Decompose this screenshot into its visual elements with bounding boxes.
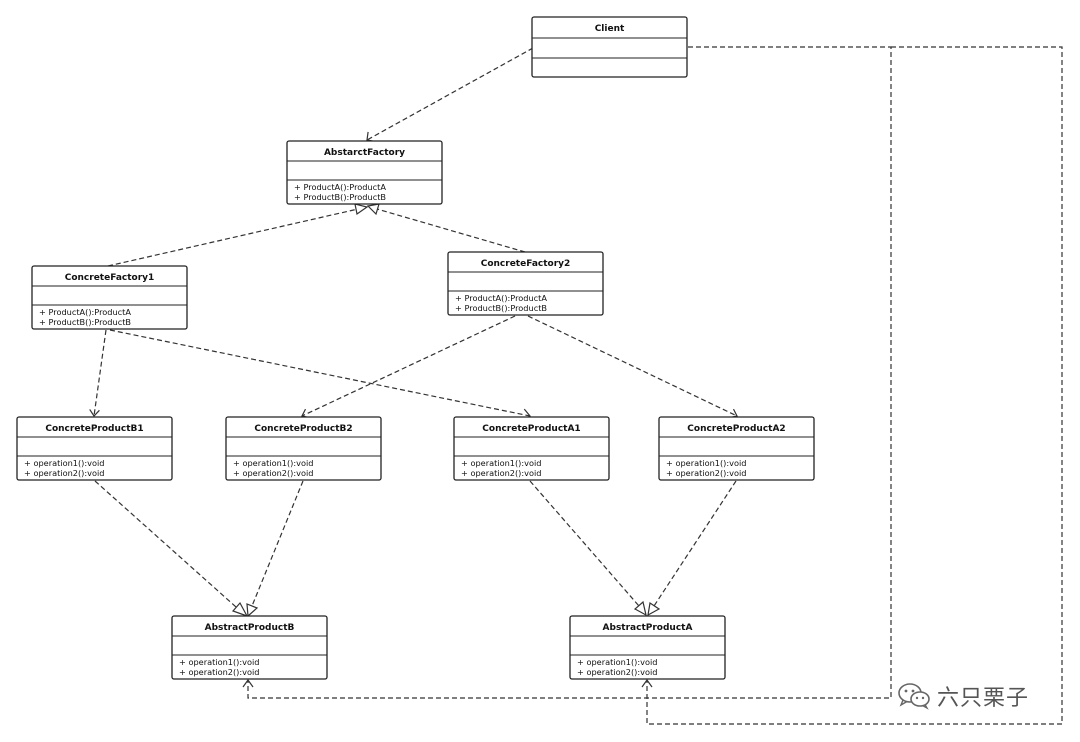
relation-concrete-factory1-to-concrete-product-b1 — [93, 329, 107, 417]
wechat-icon — [897, 682, 931, 710]
arrowhead-open — [89, 409, 100, 417]
operation-line: + operation2():void — [24, 468, 104, 478]
operation-line: + operation1():void — [577, 657, 657, 667]
operation-line: + operation1():void — [461, 458, 541, 468]
arrowhead-triangle — [246, 603, 259, 618]
class-concrete-factory1[interactable]: ConcreteFactory1 + ProductA():ProductA +… — [31, 265, 188, 330]
operation-line: + operation2():void — [233, 468, 313, 478]
relation-client-to-abstract-product-a — [646, 46, 1063, 725]
operation-line: + ProductA():ProductA — [455, 293, 547, 303]
class-abstract-product-b[interactable]: AbstractProductB + operation1():void + o… — [171, 615, 328, 680]
operation-line: + operation1():void — [666, 458, 746, 468]
relation-concrete-factory2-to-abstract-factory — [376, 208, 526, 253]
class-name: AbstractProductA — [603, 623, 693, 633]
class-concrete-product-b1[interactable]: ConcreteProductB1 + operation1():void + … — [16, 416, 173, 481]
class-name: ConcreteProductB1 — [45, 424, 143, 434]
operation-line: + operation2():void — [179, 667, 259, 677]
watermark-text: 六只栗子 — [937, 686, 1030, 711]
operation-line: + ProductA():ProductA — [39, 307, 131, 317]
arrowhead-open — [242, 678, 254, 688]
relation-concrete-factory2-to-concrete-product-b2 — [301, 315, 516, 417]
arrowhead-triangle — [647, 601, 661, 617]
relation-concrete-factory1-to-abstract-factory — [107, 208, 359, 267]
arrowhead-triangle — [633, 600, 647, 617]
operation-line: + operation1():void — [179, 657, 259, 667]
class-name: AbstractProductB — [205, 623, 295, 633]
relation-concrete-factory1-to-concrete-product-a1 — [109, 329, 531, 417]
watermark: 六只栗子 — [897, 680, 1057, 712]
operation-line: + ProductB():ProductB — [294, 192, 386, 202]
class-abstract-product-a[interactable]: AbstractProductA + operation1():void + o… — [569, 615, 726, 680]
class-concrete-product-b2[interactable]: ConcreteProductB2 + operation1():void + … — [225, 416, 382, 481]
class-abstract-factory[interactable]: AbstarctFactory + ProductA():ProductA + … — [286, 140, 443, 205]
arrowhead-triangle — [354, 203, 369, 216]
class-concrete-product-a2[interactable]: ConcreteProductA2 + operation1():void + … — [658, 416, 815, 481]
operation-line: + ProductB():ProductB — [39, 317, 131, 327]
operation-line: + ProductA():ProductA — [294, 182, 386, 192]
operation-line: + operation2():void — [666, 468, 746, 478]
relation-concrete-product-b2-to-abstract-product-b — [251, 480, 304, 607]
class-name: Client — [595, 24, 625, 34]
class-name: ConcreteProductA1 — [482, 424, 580, 434]
relations-layer — [89, 46, 1063, 725]
relation-concrete-product-a1-to-abstract-product-a — [529, 480, 640, 607]
operation-line: + operation1():void — [24, 458, 104, 468]
arrowhead-open — [641, 678, 653, 688]
arrowhead-triangle — [231, 601, 249, 618]
operation-line: + operation2():void — [461, 468, 541, 478]
operation-line: + operation2():void — [577, 667, 657, 677]
relation-concrete-product-b1-to-abstract-product-b — [94, 480, 237, 608]
class-name: ConcreteProductB2 — [254, 424, 352, 434]
relation-concrete-factory2-to-concrete-product-a2 — [527, 315, 738, 417]
operation-line: + operation1():void — [233, 458, 313, 468]
class-name: AbstarctFactory — [324, 148, 405, 158]
class-concrete-factory2[interactable]: ConcreteFactory2 + ProductA():ProductA +… — [447, 251, 604, 316]
operation-line: + ProductB():ProductB — [455, 303, 547, 313]
relation-client-to-abstract-factory — [366, 47, 534, 141]
class-boxes-layer: Client AbstarctFactory + ProductA():Prod… — [16, 16, 815, 680]
class-name: ConcreteFactory2 — [481, 259, 571, 269]
arrowhead-triangle — [366, 203, 380, 216]
class-name: ConcreteProductA2 — [687, 424, 785, 434]
arrowhead-open — [366, 131, 376, 143]
class-client[interactable]: Client — [531, 16, 688, 78]
class-concrete-product-a1[interactable]: ConcreteProductA1 + operation1():void + … — [453, 416, 610, 481]
relation-concrete-product-a2-to-abstract-product-a — [653, 480, 737, 607]
class-name: ConcreteFactory1 — [65, 273, 155, 283]
